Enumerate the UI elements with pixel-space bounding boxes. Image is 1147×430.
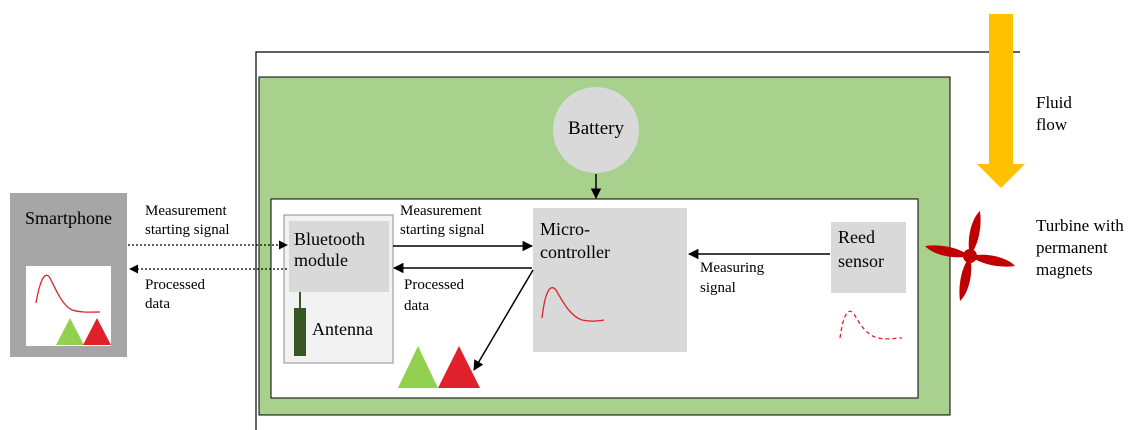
bt-to-phone-label-line2: data [145,296,170,312]
reed-sensor-label-line1: Reed [838,227,875,247]
phone-to-bt-label-line1: Measurement [145,203,227,219]
turbine-label-line1: Turbine with [1036,216,1124,235]
reed-sensor-box [831,222,906,293]
device-enclosure-outline [255,51,1020,430]
antenna-label: Antenna [312,319,373,339]
bluetooth-label-line1: Bluetooth [294,229,365,249]
microcontroller-label-line2: controller [540,242,610,262]
microcontroller-to-output-arrow [473,269,534,371]
phone-to-bt-label-line2: starting signal [145,222,230,238]
smartphone-label: Smartphone [25,208,112,228]
microcontroller-label-line1: Micro- [540,219,590,239]
bluetooth-module-inner [289,221,389,292]
bt-to-phone-label-line1: Processed [145,277,205,293]
reed-sensor-label-line2: sensor [838,251,884,271]
fluid-flow-arrow-icon [977,14,1025,188]
antenna-icon [294,308,306,356]
bt-to-mc-label-line2: starting signal [400,222,485,238]
battery-label: Battery [568,118,624,139]
mc-to-bt-label-line2: data [404,298,429,314]
turbine-label-line2: permanent [1036,238,1108,257]
bt-to-mc-label-line1: Measurement [400,203,482,219]
bluetooth-label-line2: module [294,250,348,270]
fluid-flow-label-line2: flow [1036,115,1068,134]
microcontroller-box [533,208,687,352]
reed-signal-curve-icon [839,310,903,340]
fluid-flow-label-line1: Fluid [1036,93,1072,112]
sensor-to-mc-label-line1: Measuring [700,260,765,276]
battery-circle [553,87,639,173]
output-red-triangle-icon [438,346,480,388]
output-green-triangle-icon [398,346,438,388]
turbine-label-line3: magnets [1036,260,1093,279]
smartphone-red-triangle-icon [83,318,111,345]
smartphone-signal-curve-icon [35,274,101,313]
microcontroller-signal-curve-icon [541,287,605,322]
turbine-icon [925,211,1015,301]
mc-to-bt-label-line1: Processed [404,277,464,293]
smartphone-green-triangle-icon [56,318,84,345]
sensor-to-mc-label-line2: signal [700,280,736,296]
